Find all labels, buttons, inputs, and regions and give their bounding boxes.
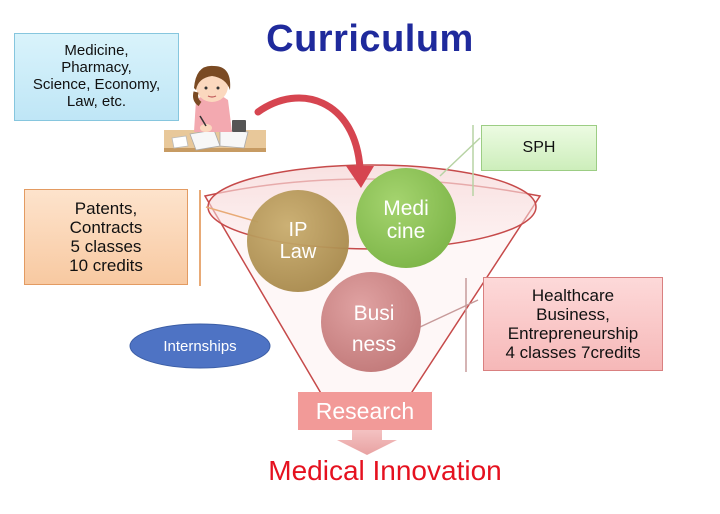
business-label-text: Busi ness: [351, 301, 397, 357]
fields-box: Medicine, Pharmacy, Science, Economy, La…: [14, 33, 179, 121]
down-arrow-icon: [337, 430, 397, 455]
patents-text: Patents, Contracts 5 classes 10 credits: [69, 198, 143, 276]
connector-business-diag: [419, 299, 479, 328]
circle-medicine: [356, 168, 456, 268]
circle-law: [247, 190, 349, 292]
medical-innovation-label: Medical Innovation: [268, 455, 502, 486]
fields-text: Medicine, Pharmacy, Science, Economy, La…: [32, 42, 161, 110]
page-title: Curriculum: [266, 18, 474, 60]
sph-text: SPH: [522, 139, 556, 157]
internships-ellipse: [129, 323, 271, 369]
internships-label: Internships: [163, 337, 237, 355]
healthcare-box: Healthcare Business, Entrepreneurship 4 …: [483, 277, 663, 371]
circle-business: [321, 272, 421, 372]
connector-sph: [439, 137, 481, 177]
curved-arrow-icon: [254, 94, 364, 172]
law-label: IP Law: [258, 205, 338, 277]
research-box: Research: [298, 392, 432, 430]
student-studying-illustration: [164, 65, 266, 152]
patents-box: Patents, Contracts 5 classes 10 credits: [24, 189, 188, 285]
connector-patents-diag: [205, 206, 259, 223]
sph-box: SPH: [481, 125, 597, 171]
healthcare-text: Healthcare Business, Entrepreneurship 4 …: [505, 285, 641, 363]
curved-arrow-head: [346, 166, 374, 188]
business-label: Busi ness: [326, 284, 422, 374]
law-label-text: IP Law: [279, 219, 317, 263]
medicine-label: Medi cine: [358, 180, 454, 260]
medicine-label-text: Medi cine: [383, 196, 429, 243]
